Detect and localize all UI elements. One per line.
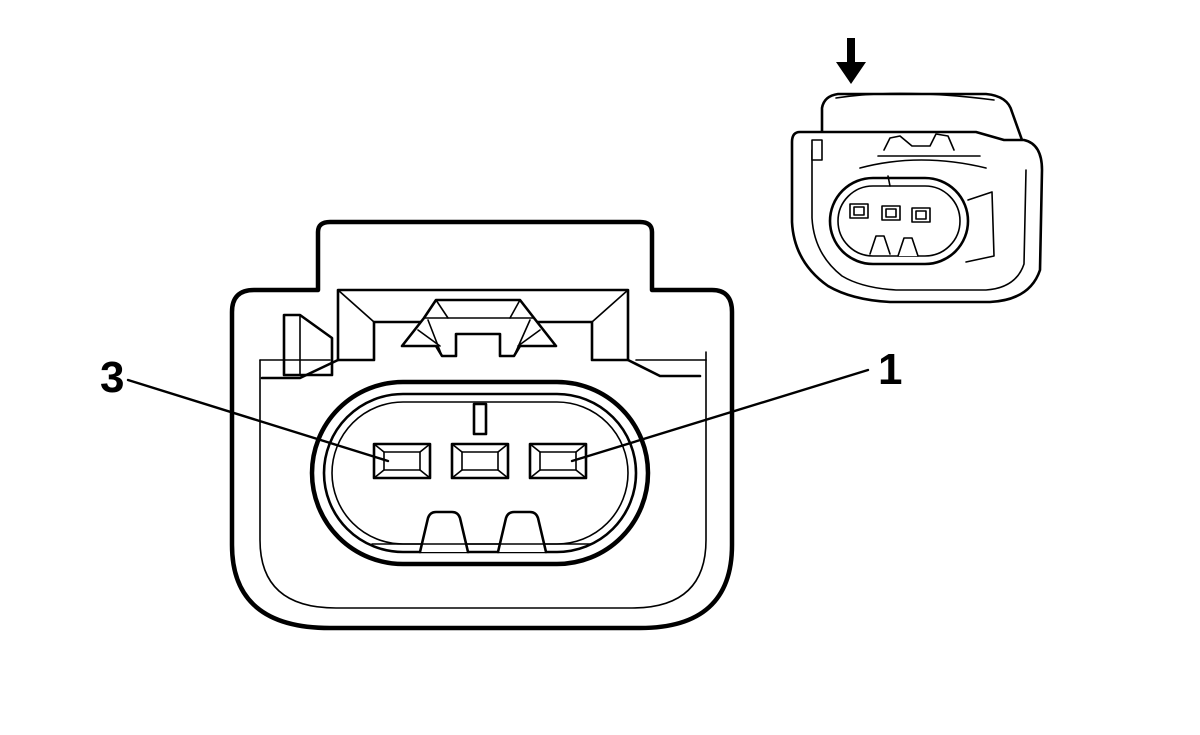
key-rib <box>472 402 488 436</box>
connector-face-view: 3 1 <box>100 219 902 631</box>
pin-label-3: 3 <box>100 353 124 402</box>
housing-inner-outline <box>259 359 707 609</box>
terminal-cavity-1 <box>528 442 588 480</box>
iso-terminal-cavities <box>849 203 931 223</box>
leader-line-pin-3 <box>126 378 390 463</box>
left-polarization-post <box>282 313 334 377</box>
connector-isometric-view <box>790 38 1044 304</box>
locating-tab-right <box>496 510 548 554</box>
terminal-cavity-2 <box>450 442 510 480</box>
pin-label-1: 1 <box>878 345 902 394</box>
leader-line-pin-1 <box>570 368 870 463</box>
terminal-cavity-3 <box>372 442 432 480</box>
down-arrow-icon <box>836 38 866 84</box>
locking-latch <box>400 298 558 358</box>
mating-face <box>309 379 651 567</box>
locating-tab-left <box>418 510 470 554</box>
